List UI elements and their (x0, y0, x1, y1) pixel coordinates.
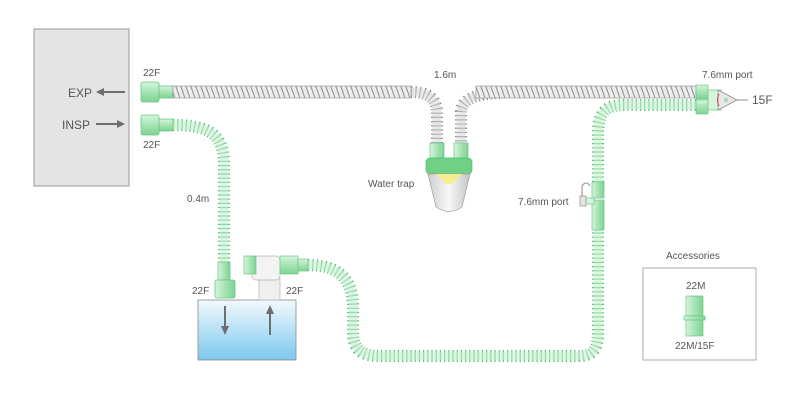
humidifier-in-label: 22F (192, 286, 209, 297)
water-trap (425, 142, 473, 212)
ventilator-box (33, 28, 130, 187)
exp-arrow-icon (96, 88, 125, 96)
limb-port-tee (591, 199, 605, 231)
exp-label: EXP (68, 86, 92, 100)
adapter-22m-15f-icon (683, 295, 706, 337)
expiratory-limb (140, 81, 697, 144)
accessories-panel: Accessories 22M 22M/15F (642, 251, 757, 361)
exp-tube-right (475, 85, 697, 99)
circuit-length-label: 1.6m (434, 70, 456, 81)
insp-connector (140, 114, 160, 136)
limb-port-label: 7.6mm port (518, 197, 569, 208)
exp-connector-label: 22F (143, 68, 160, 79)
y-piece-patient-label: 15F (752, 93, 773, 107)
insp-arrow-icon (96, 120, 125, 128)
water-trap-label: Water trap (368, 179, 415, 190)
humidifier (197, 255, 309, 361)
port-cap-icon (581, 182, 591, 196)
up-arrow-icon (266, 305, 274, 335)
accessory-bottom-label: 22M/15F (675, 341, 714, 352)
exp-connector (140, 81, 160, 103)
insp-connector-label: 22F (143, 140, 160, 151)
y-piece (695, 84, 748, 115)
humidifier-inlet-connector (214, 279, 236, 299)
insp-tube-length-label: 0.4m (187, 194, 209, 205)
ventilator: EXP INSP (33, 28, 130, 187)
accessory-top-label: 22M (686, 281, 705, 292)
down-arrow-icon (221, 306, 229, 335)
accessories-title: Accessories (666, 251, 720, 262)
humidifier-outlet (258, 277, 281, 301)
exp-tube-left (172, 85, 412, 99)
humidifier-chamber (197, 299, 297, 361)
inspiratory-limb (307, 99, 696, 362)
inspiratory-tube-short (140, 114, 236, 299)
y-piece-port-label: 7.6mm port (702, 70, 753, 81)
humidifier-out-label: 22F (286, 286, 303, 297)
insp-label: INSP (62, 118, 90, 132)
